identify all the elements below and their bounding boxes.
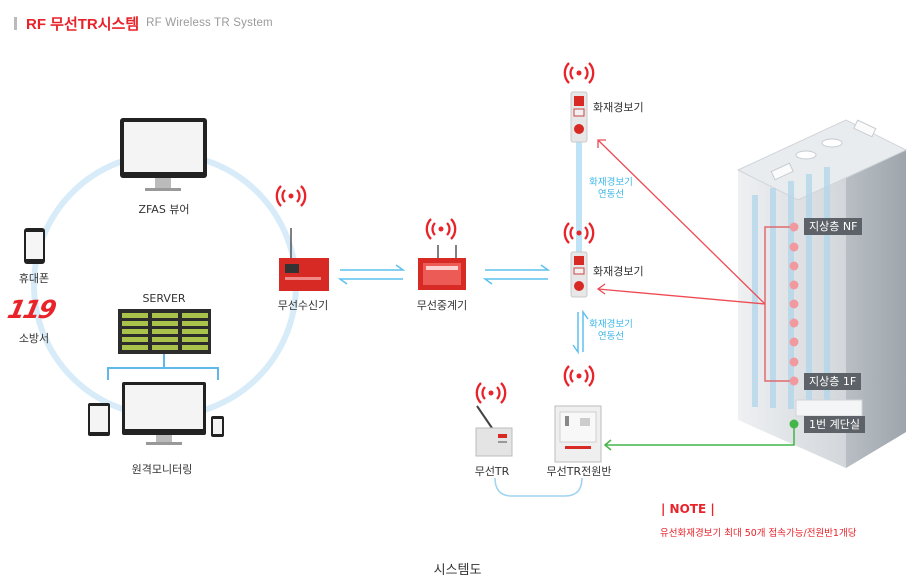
remote-monitoring-label: 원격모니터링 [131, 463, 193, 476]
alarm-link-note-upper-line2: 연동선 [597, 189, 625, 200]
wireless-receiver-label: 무선수신기 [277, 299, 329, 312]
building-to-alarm-arrows [596, 139, 766, 305]
mobile-phone-icon [24, 228, 45, 264]
fire-alarm-top-label: 화재경보기 [593, 101, 644, 114]
stair-label: 1번 계단실 [804, 416, 865, 433]
network-ring [31, 151, 299, 419]
wireless-repeater-label: 무선중계기 [416, 299, 468, 312]
fire-alarm-mid-label: 화재경보기 [593, 265, 644, 278]
fire-alarm-top-device [570, 91, 588, 143]
note-title: | NOTE | [661, 502, 715, 516]
top-floor-label: 지상층 NF [804, 218, 863, 235]
wireless-link-arrows [337, 264, 551, 285]
alarm-link-note-lower-line1: 화재경보기 [589, 319, 633, 330]
phone-label: 휴대폰 [18, 272, 50, 285]
server-rack-icon [118, 309, 211, 354]
wireless-tr-device [475, 405, 513, 457]
alarm-link-note-lower-line2: 연동선 [597, 331, 625, 342]
title-bar-decoration [14, 16, 17, 30]
alarm-link-note-lower: 화재경보기 연동선 [589, 319, 633, 343]
title-subtitle: RF Wireless TR System [146, 17, 273, 29]
fire-station-label: 소방서 [18, 332, 50, 345]
diagram-caption: 시스템도 [433, 563, 482, 578]
remote-monitoring-devices-icon [88, 382, 224, 445]
server-label: SERVER [142, 292, 186, 305]
tr-power-panel-device [554, 405, 602, 463]
wireless-signal-icon-panel [563, 365, 595, 387]
alarm-link-line [572, 140, 589, 355]
wireless-signal-icon-tr [475, 382, 507, 404]
title-main: RF 무선TR시스템 [26, 15, 140, 33]
alarm-link-note-upper: 화재경보기 연동선 [589, 177, 633, 201]
zfas-viewer-monitor-icon [120, 118, 207, 191]
tr-power-panel-label: 무선TR전원반 [546, 465, 612, 478]
wireless-repeater-device [418, 245, 466, 290]
wireless-signal-icon-repeater [425, 218, 457, 240]
first-floor-label: 지상층 1F [804, 373, 862, 390]
fire-119-logo: 119 [4, 295, 58, 324]
wireless-receiver-device [279, 228, 329, 291]
wireless-signal-icon-receiver [275, 185, 307, 207]
page-title: RF 무선TR시스템 RF Wireless TR System [14, 11, 273, 35]
alarm-link-note-upper-line1: 화재경보기 [589, 177, 633, 188]
zfas-viewer-label: ZFAS 뷰어 [138, 203, 190, 216]
lan-connection-lines [107, 354, 219, 380]
wireless-signal-icon-alarm-mid [563, 222, 595, 244]
stair-to-panel-connector [603, 419, 799, 451]
note-text: 유선화재경보기 최대 50개 접속가능/전원반1개당 [660, 528, 857, 539]
fire-alarm-middle-device [570, 251, 588, 298]
wireless-signal-icon-alarm-top [563, 62, 595, 84]
wireless-tr-label: 무선TR [474, 465, 510, 478]
tr-panel-link [494, 477, 583, 497]
